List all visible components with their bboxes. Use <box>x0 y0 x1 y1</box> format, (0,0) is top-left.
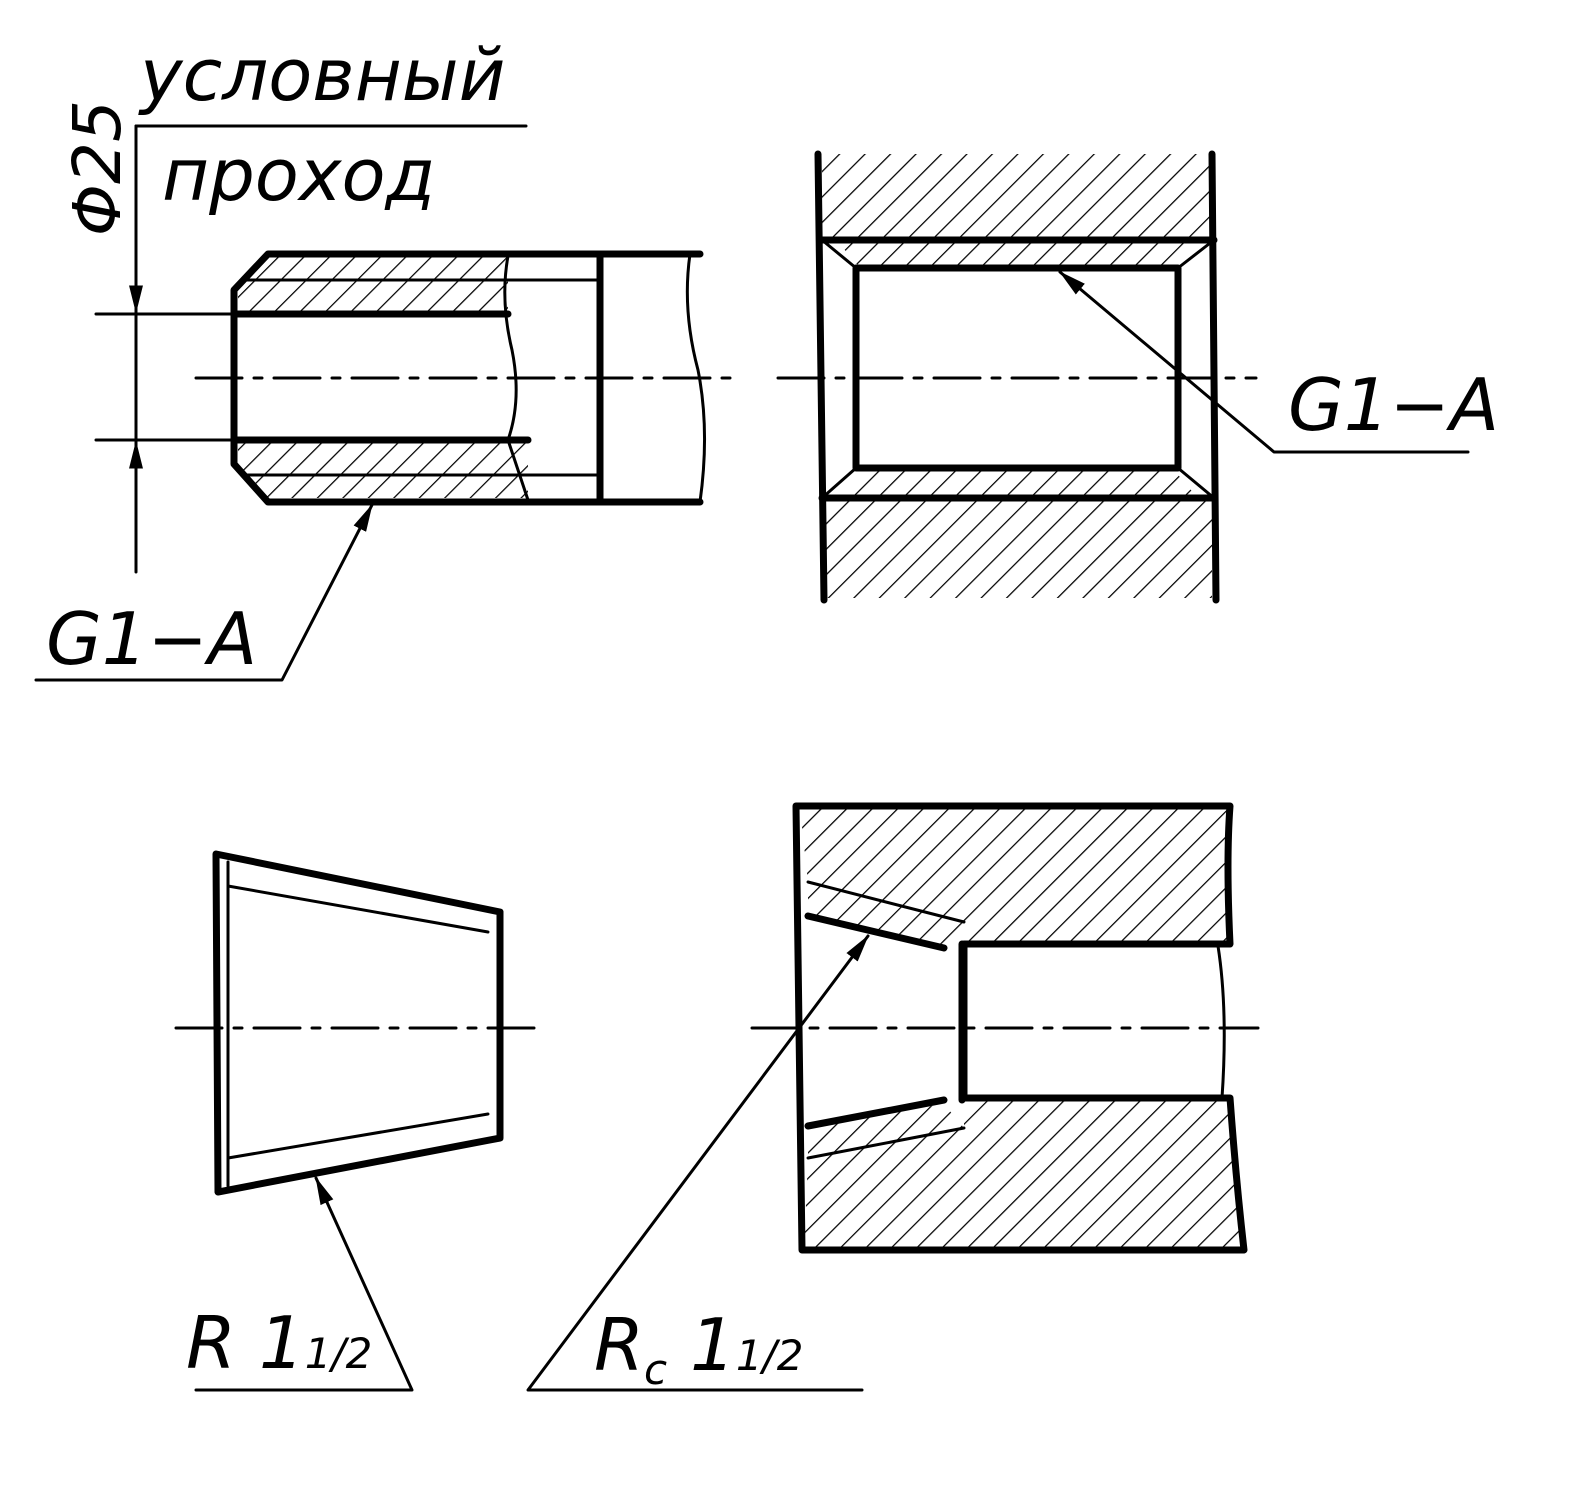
thread-hatch-bottom <box>838 470 1196 496</box>
nominal-bore-label-line2: проход <box>162 133 435 217</box>
external-cylindrical-thread-view: Φ25 условный проход G1−A <box>34 33 742 682</box>
thread-designation-internal: G1−A <box>1288 363 1499 447</box>
body-hatch-bottom <box>804 1098 1244 1250</box>
thread-hatch-top <box>808 882 964 948</box>
thread-leader <box>526 934 870 1392</box>
body-outline <box>792 802 1248 1254</box>
thread-hatch-bottom <box>238 442 528 498</box>
body-hatch-bottom <box>822 500 1212 598</box>
thread-hatch-bottom <box>808 1104 964 1158</box>
thread-major-bottom <box>806 1126 966 1160</box>
thread-line-top <box>226 884 490 934</box>
body-hatch-top <box>800 808 1230 944</box>
thread-minor-top <box>804 912 948 952</box>
body-hatch-top <box>822 154 1212 240</box>
diameter-label: Φ25 <box>59 100 136 236</box>
chamfer-bl <box>820 466 858 500</box>
chamfer-tl <box>820 238 858 270</box>
thread-leader <box>194 1176 414 1392</box>
break-line <box>1216 944 1226 1100</box>
thread-hatch-top <box>838 242 1196 268</box>
thread-designation-external: G1−A <box>46 597 257 681</box>
thread-major-top <box>806 880 966 924</box>
thread-hatch-top <box>238 256 508 312</box>
thread-designation-external-tapered: R 11/2 <box>186 1301 372 1385</box>
break-line-end <box>685 252 707 504</box>
chamfer-tr <box>1176 238 1216 270</box>
internal-tapered-thread-view: Rc 11/2 <box>526 802 1260 1394</box>
break-line-inner <box>503 254 530 502</box>
chamfer-br <box>1176 466 1216 500</box>
bore-minor <box>852 264 1182 472</box>
tapered-outline <box>212 850 504 1196</box>
internal-cylindrical-thread-view: G1−A <box>776 150 1499 604</box>
thread-line-bottom <box>226 1112 490 1160</box>
thread-designation-internal-tapered: Rc 11/2 <box>594 1303 803 1394</box>
external-tapered-thread-view: R 11/2 <box>174 850 542 1392</box>
thread-leader <box>34 503 374 682</box>
thread-leader <box>1058 270 1470 454</box>
nominal-bore-label-line1: условный <box>138 33 505 117</box>
thread-minor-bottom <box>804 1096 948 1130</box>
